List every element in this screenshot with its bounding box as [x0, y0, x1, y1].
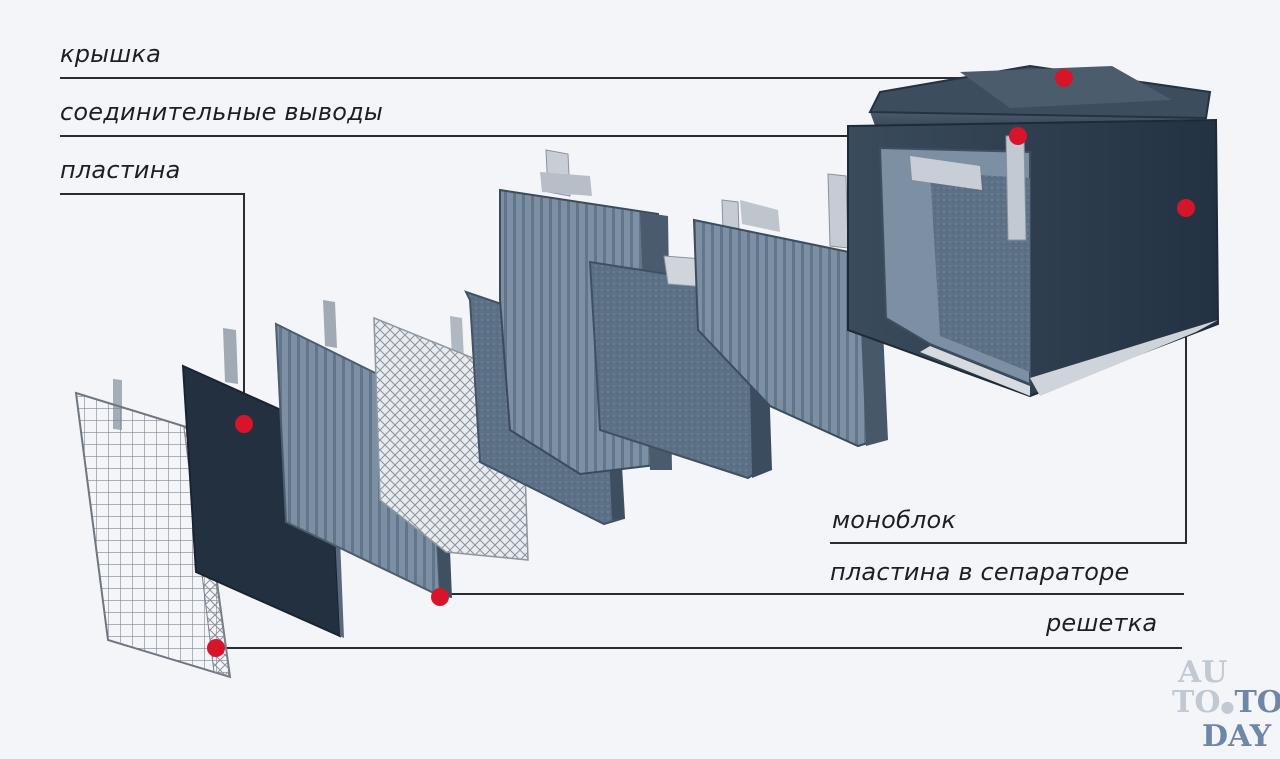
marker-grid	[207, 639, 225, 657]
watermark-dot-icon: ●	[1220, 697, 1235, 716]
label-monoblock: моноблок	[832, 506, 957, 534]
leader-plate	[60, 193, 245, 420]
leader-lines	[60, 77, 1187, 649]
label-plate-in-separator: пластина в сепараторе	[830, 558, 1130, 586]
watermark-line-1: AU	[1178, 655, 1228, 690]
markers	[207, 69, 1195, 657]
watermark-line-2b: TO	[1234, 685, 1280, 720]
label-plate: пластина	[60, 156, 181, 184]
autotoday-watermark: AU TO●TO DAY	[1172, 655, 1280, 754]
marker-cover	[1055, 69, 1073, 87]
marker-plate	[235, 415, 253, 433]
marker-terminals	[1009, 127, 1027, 145]
watermark-line-3: DAY	[1202, 719, 1272, 754]
label-grid: решетка	[1046, 609, 1158, 637]
watermark-line-2a: TO	[1172, 685, 1221, 720]
marker-separator	[431, 588, 449, 606]
label-cover: крышка	[60, 40, 162, 68]
marker-monoblock	[1177, 199, 1195, 217]
label-terminals: соединительные выводы	[60, 98, 384, 126]
monoblock-component	[847, 64, 1220, 398]
